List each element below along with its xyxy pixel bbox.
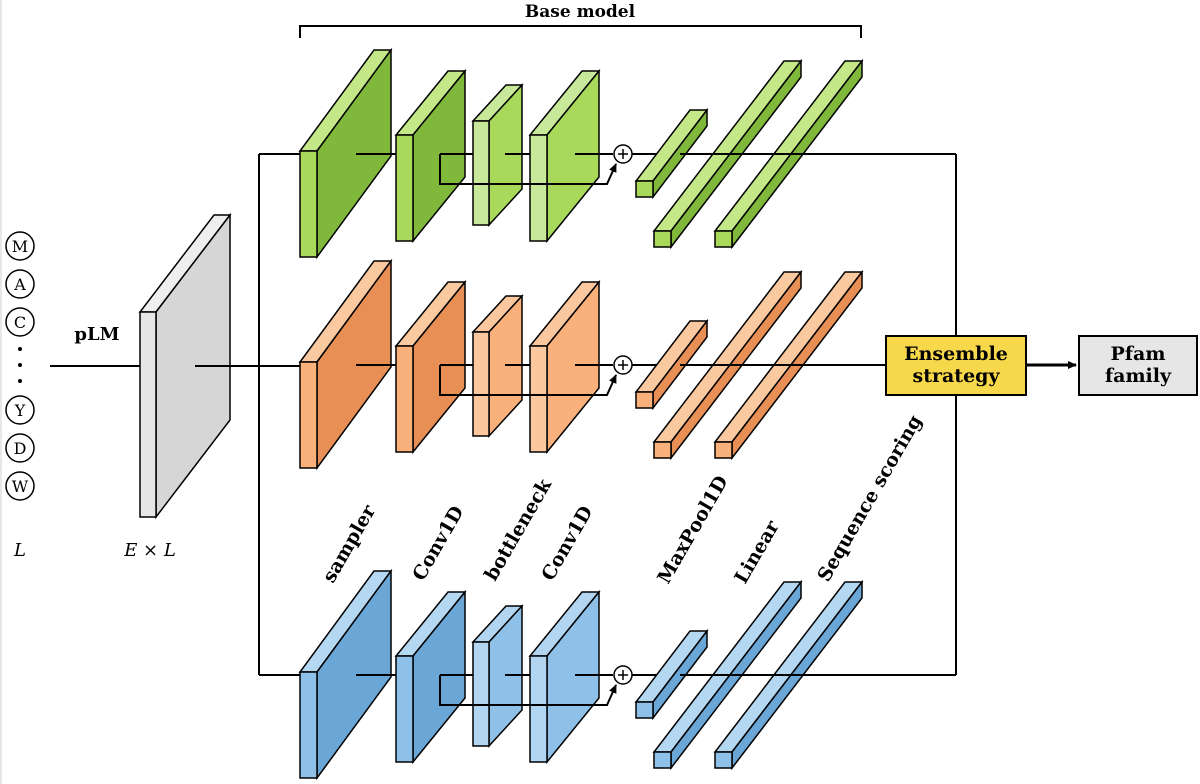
residue-label: A (13, 275, 26, 294)
add-node (613, 665, 633, 685)
sampler-block (298, 568, 393, 781)
residue-circle (5, 471, 35, 501)
skip-connection-arrow (439, 154, 617, 185)
residue-label: M (12, 237, 28, 256)
add-node (613, 355, 633, 375)
skip-connection-arrow (439, 675, 617, 706)
branch-orange (298, 258, 864, 471)
layer-label-linear: Linear (730, 516, 784, 587)
conv2-block (528, 589, 601, 765)
ensemble-strategy-box: Ensemble strategy (885, 335, 1027, 396)
conv1-block (394, 68, 467, 244)
layer-label-scoring: Sequence scoring (813, 411, 926, 585)
residue-circle (5, 395, 35, 425)
ensemble-line1: Ensemble (904, 343, 1008, 365)
conv1-block (394, 589, 467, 765)
residue-label: D (14, 439, 27, 458)
residue-label: W (12, 477, 29, 496)
residue-circle (5, 231, 35, 261)
layer-label-conv1: Conv1D (408, 502, 468, 584)
residue-ellipsis (18, 347, 22, 383)
pfam-family-box: Pfam family (1078, 335, 1198, 396)
residue-circle (5, 307, 35, 337)
plm-label: pLM (74, 324, 119, 345)
conv2-block (528, 68, 601, 244)
sampler-block (298, 258, 393, 471)
layer-label-maxpool: MaxPool1D (653, 472, 732, 588)
sampler-block (298, 47, 393, 260)
conv1-block (394, 279, 467, 455)
skip-connection-arrow (439, 365, 617, 396)
ensemble-line2: strategy (913, 365, 1001, 387)
base-model-title: Base model (525, 2, 636, 22)
base-model-bracket (299, 25, 862, 38)
input-residue-bottom-group: Y D W (5, 395, 35, 501)
branch-green (298, 47, 864, 260)
output-line1: Pfam (1111, 343, 1166, 365)
length-label: L (13, 540, 26, 561)
conv2-block (528, 279, 601, 455)
residue-circle (5, 269, 35, 299)
input-residue-top-group: M A C (5, 231, 35, 337)
residue-label: Y (14, 401, 26, 420)
residue-circle (5, 433, 35, 463)
residue-label: C (14, 313, 26, 332)
add-node (613, 144, 633, 164)
plm-embedding-block (138, 212, 232, 520)
output-line2: family (1105, 365, 1172, 387)
plm-dim-label: E × L (123, 540, 176, 561)
layer-label-conv2: Conv1D (537, 502, 597, 584)
branch-blue (298, 568, 864, 781)
